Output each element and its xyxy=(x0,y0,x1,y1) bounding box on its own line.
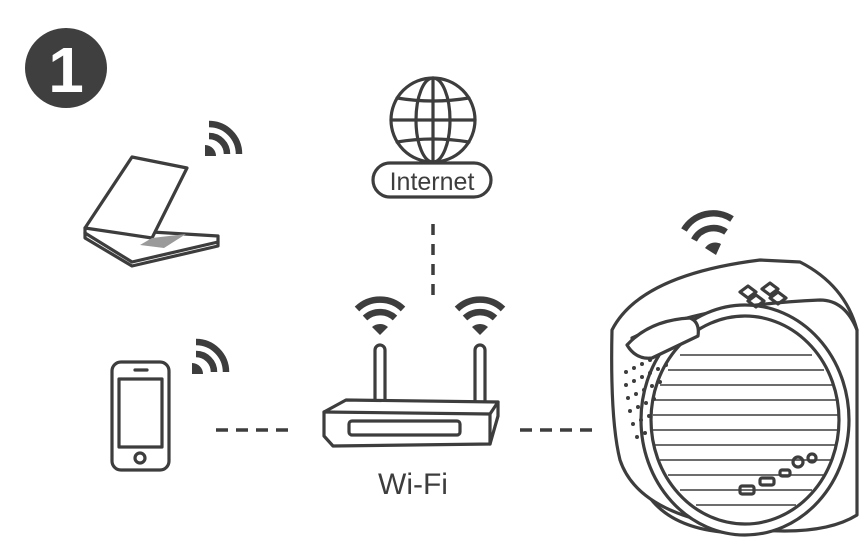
internet-label: Internet xyxy=(390,168,475,196)
projector-side-speaker xyxy=(624,354,668,439)
projector-ports xyxy=(738,452,818,496)
projector-wifi-icon xyxy=(681,210,734,255)
laptop-icon xyxy=(83,155,220,268)
laptop-wifi-icon xyxy=(205,120,243,156)
step-number: 1 xyxy=(48,34,84,106)
router-wifi-right-icon xyxy=(454,296,506,335)
router-label: Wi-Fi xyxy=(378,468,448,501)
router-wifi-left-icon xyxy=(354,296,406,335)
internet-label-pill: Internet xyxy=(371,161,493,199)
projector-front-grille xyxy=(653,354,838,506)
globe-icon xyxy=(389,76,477,164)
router-icon xyxy=(322,343,500,448)
step-badge: 1 xyxy=(25,28,107,108)
smartphone-wifi-icon xyxy=(192,338,230,374)
projector-top-buttons xyxy=(738,281,788,309)
smartphone-icon xyxy=(110,360,171,472)
projector-icon xyxy=(610,258,859,537)
